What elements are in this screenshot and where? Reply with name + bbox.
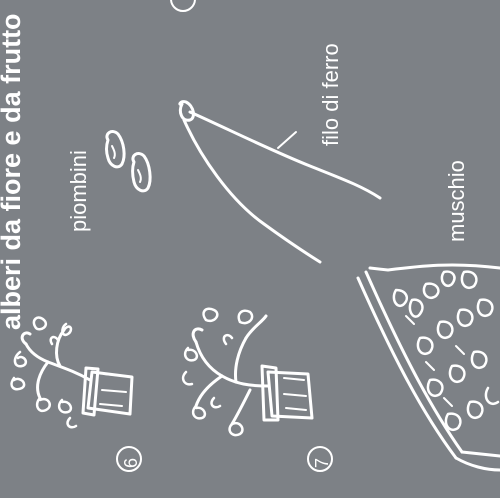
tree-in-pot-7	[183, 309, 312, 435]
moss-tray	[358, 265, 500, 470]
tree-in-pot-6	[12, 318, 132, 428]
iron-wire	[180, 102, 380, 262]
lead-weights	[107, 132, 151, 191]
